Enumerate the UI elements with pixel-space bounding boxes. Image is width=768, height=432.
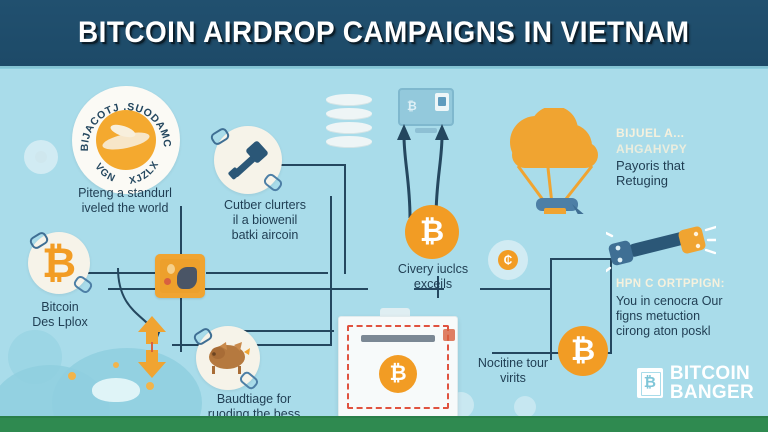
database-stack-icon [326, 94, 372, 150]
brand-logo[interactable]: BITCOIN BANGER [636, 363, 754, 403]
connector-line [278, 164, 346, 166]
telescope-icon [604, 222, 718, 283]
monitor-screen-icon: ₿ [398, 88, 454, 133]
cloud-decoration-icon [8, 330, 62, 384]
connector-line [330, 196, 332, 346]
map-frame [155, 254, 205, 298]
bitcoin-left-caption: Bitcoin Des Lplox [32, 300, 88, 329]
connector-line [88, 272, 184, 274]
bitcoin-symbol-icon: ₿ [27, 230, 95, 295]
center-bitcoin-coin-icon[interactable]: ₿ [405, 205, 459, 259]
parachute-airdrop-icon [496, 106, 614, 219]
cloud-highlight [92, 378, 140, 402]
right-heading: HPN C ORTPPIGN: [616, 278, 725, 290]
badge-caption: Piteng a standurl iveled the world [78, 186, 172, 215]
connector-line [480, 288, 552, 290]
gavel-hammer-icon [208, 126, 285, 194]
brand-line-2: BANGER [669, 382, 754, 403]
connector-line [550, 258, 612, 260]
circular-stamp-badge-icon: BIJACOTJ .SUODAMCI VGN XJZLX [72, 86, 180, 194]
footer-bar [0, 416, 768, 432]
bitcoin-note-icon [636, 368, 663, 398]
parachute-heading-line1: BIJUEL A... [616, 126, 685, 140]
svg-text:VGN: VGN [92, 161, 117, 184]
cloud-dot [68, 372, 76, 380]
card-coin-icon: ₿ [379, 355, 417, 393]
parachute-heading-line2: AHGAHVPY [616, 141, 688, 156]
snowflake-core [35, 151, 47, 163]
gear-coin-glyph: ₵ [503, 253, 513, 267]
connector-line [344, 164, 346, 274]
document-card-icon[interactable]: ₿ [338, 308, 458, 418]
bitcoin-right-glyph: ₿ [570, 334, 596, 367]
connector-line [414, 288, 444, 290]
snowflake-icon [514, 396, 536, 418]
connector-line [226, 330, 334, 332]
right-body-text: You in cenocra Our figns metuction ciron… [616, 294, 723, 338]
connector-line [492, 352, 612, 354]
connector-line [206, 272, 328, 274]
svg-text:BIJACOTJ .SUODAMCI: BIJACOTJ .SUODAMCI [72, 86, 173, 151]
connector-line [108, 288, 368, 290]
card-seal-icon [443, 329, 455, 341]
card-body: ₿ [338, 316, 458, 418]
up-down-arrow-icon [132, 316, 172, 383]
center-coin-glyph: ₿ [419, 215, 445, 248]
header-divider [0, 66, 768, 69]
connector-line [437, 276, 439, 298]
badge-node[interactable]: BIJACOTJ .SUODAMCI VGN XJZLX [72, 86, 180, 194]
piggy-node[interactable] [191, 326, 261, 392]
parachute-heading: BIJUEL A... AHGAHVPY [616, 126, 766, 157]
connector-line [550, 258, 552, 360]
brand-line-1: BITCOIN [669, 363, 751, 384]
document-card-caption: Nocitine tour virits [477, 356, 549, 385]
badge-inner-emblem [96, 110, 156, 170]
piggy-bank-icon [191, 326, 261, 392]
cloud-dot [113, 362, 119, 368]
footer-seam [0, 416, 768, 418]
page-title: BITCOIN AIRDROP CAMPAIGNS IN VIETNAM [78, 16, 690, 49]
gear-inner-coin: ₵ [498, 250, 518, 270]
parachute-body-text: Payoris that Retuging [616, 158, 685, 189]
connector-line [610, 258, 612, 352]
svg-text:XJZLX: XJZLX [128, 159, 161, 187]
header-bar: BITCOIN AIRDROP CAMPAIGNS IN VIETNAM [0, 0, 768, 66]
card-coin-glyph: ₿ [389, 362, 407, 385]
map-shape [177, 267, 197, 289]
framed-map-icon[interactable] [155, 254, 205, 298]
bitcoin-left-node[interactable]: ₿ [27, 230, 95, 295]
hammer-node[interactable] [208, 126, 285, 194]
center-coin-caption: Civery iuclcs exceils [397, 262, 469, 291]
cloud-dot [146, 382, 154, 390]
bitcoin-glyph: ₿ [41, 239, 77, 286]
bitcoin-right-coin-icon[interactable]: ₿ [558, 326, 608, 376]
hammer-caption: Cutber clurters il a biowenil batki airc… [224, 198, 306, 242]
